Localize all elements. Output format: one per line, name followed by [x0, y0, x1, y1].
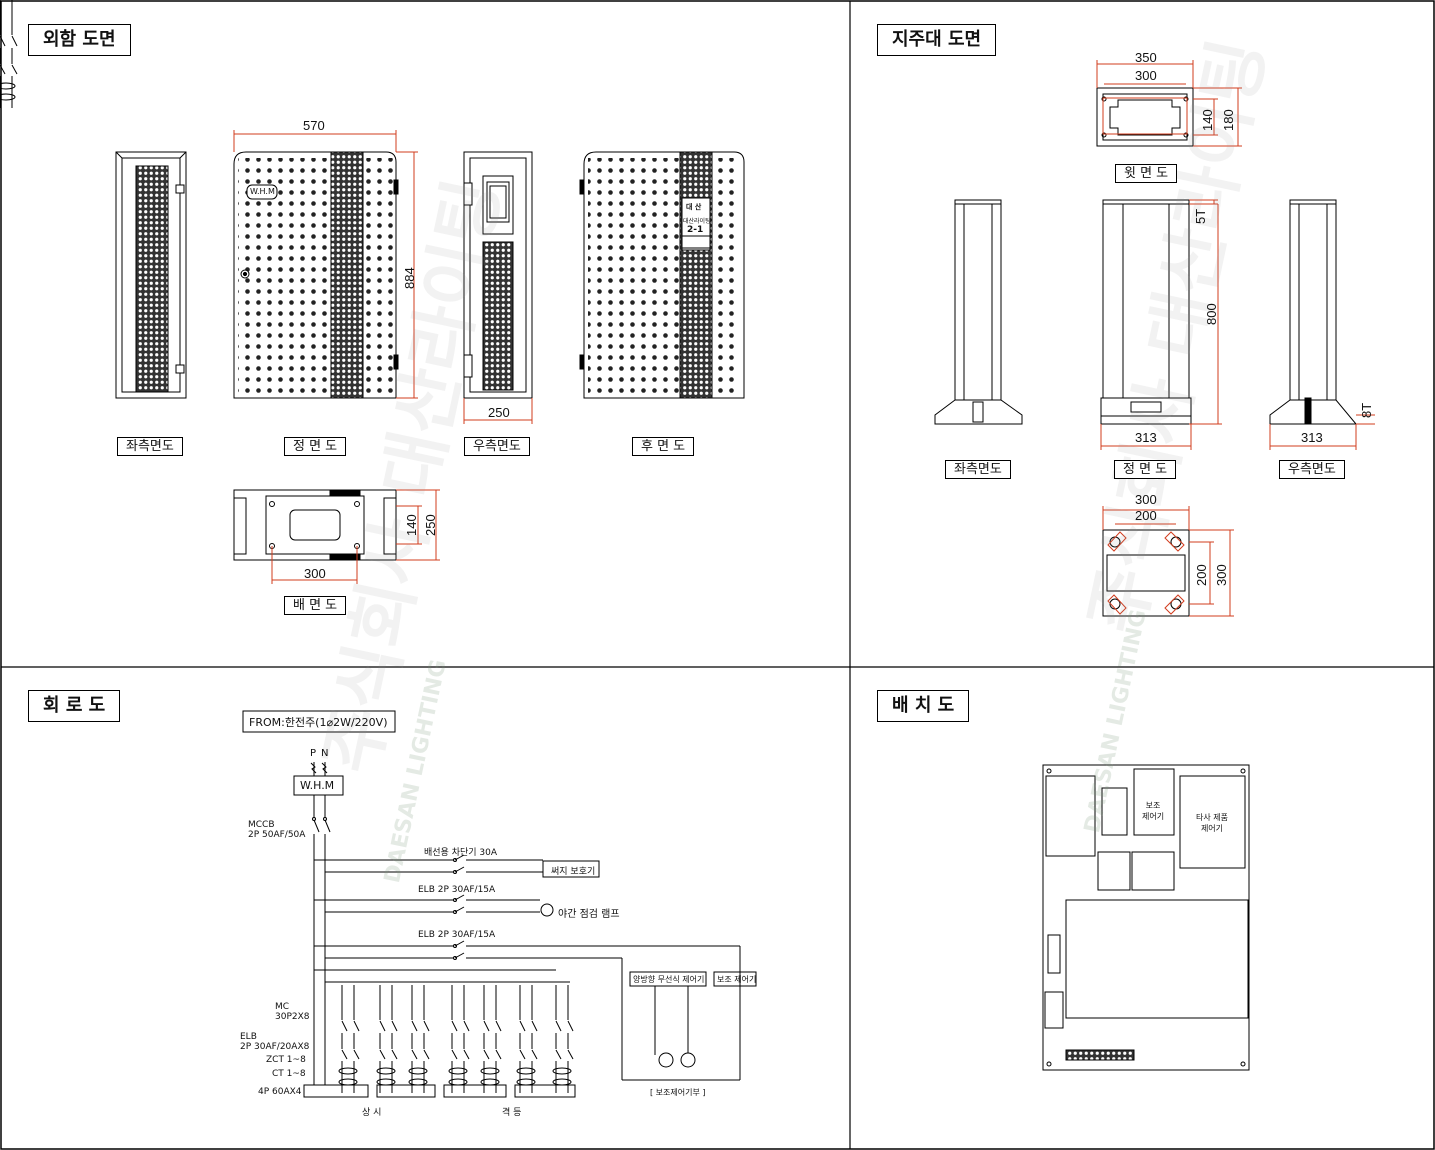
circuit-alternate: 격 등	[502, 1108, 522, 1118]
exterior-front-view	[233, 151, 399, 399]
circuit-always: 상 시	[362, 1108, 382, 1118]
stand-base-h1: 200	[1194, 564, 1209, 586]
stand-left-view-label: 좌측면도	[945, 460, 1011, 479]
stand-top-w2: 300	[1135, 68, 1157, 83]
exterior-right-view-label: 우측면도	[464, 437, 530, 456]
circuit-mc-rating: 30P2X8	[275, 1012, 310, 1022]
circuit-surge: 써지 보호기	[551, 867, 596, 877]
circuit-ct: CT 1~8	[272, 1069, 306, 1079]
rear-plate-line3: 2-1	[687, 225, 704, 235]
stand-top-view-label: 윗 면 도	[1115, 164, 1178, 183]
exterior-right-view	[463, 151, 533, 399]
circuit-lines	[0, 0, 757, 1098]
exterior-bottom-view	[233, 489, 397, 561]
circuit-aux: 보조 제어기	[717, 975, 757, 984]
stand-base-w2: 200	[1135, 508, 1157, 523]
whm-badge: W.H.M	[250, 187, 275, 196]
stand-height: 800	[1204, 303, 1219, 325]
exterior-front-view-label: 정 면 도	[284, 437, 347, 456]
circuit-wireless: 양방향 무선식 제어기	[633, 975, 705, 984]
exterior-width-dim: 570	[303, 118, 325, 133]
exterior-rear-view	[579, 151, 745, 399]
exterior-dimensions	[233, 130, 533, 584]
circuit-elb1: ELB 2P 30AF/15A	[418, 885, 496, 895]
circuit-source: FROM:한전주(1⌀2W/220V)	[249, 716, 388, 729]
stand-top-h2: 180	[1221, 109, 1236, 131]
stand-base-h2: 300	[1214, 564, 1229, 586]
stand-top-w1: 350	[1135, 50, 1157, 65]
stand-top-h1: 140	[1200, 109, 1215, 131]
circuit-whm: W.H.M	[300, 779, 335, 792]
circuit-night-lamp: 야간 점검 램프	[558, 909, 620, 920]
exterior-bottom-h2-dim: 250	[423, 514, 438, 536]
exterior-height-dim: 884	[402, 267, 417, 289]
stand-thickness-top: 5T	[1193, 208, 1208, 224]
stand-base-right: 313	[1301, 430, 1323, 445]
circuit-p: P	[310, 748, 317, 759]
circuit-n: N	[321, 748, 329, 759]
circuit-elb2: ELB 2P 30AF/15A	[418, 930, 496, 940]
stand-dimensions	[1096, 60, 1375, 617]
layout-title: 배 치 도	[877, 690, 970, 722]
exterior-left-view-label: 좌측면도	[117, 437, 183, 456]
exterior-bottom-h1-dim: 140	[404, 514, 419, 536]
stand-thickness-bottom: 8T	[1359, 402, 1374, 418]
stand-base-w1: 300	[1135, 492, 1157, 507]
layout-aux-controller: 보조 제어기	[1142, 801, 1165, 821]
circuit-zct: ZCT 1~8	[266, 1055, 306, 1065]
layout-lines	[1042, 764, 1250, 1071]
circuit-aux-part: [ 보조제어기부 ]	[650, 1088, 706, 1097]
exterior-title: 외함 도면	[28, 24, 131, 56]
rear-plate-line1: 대 산	[686, 203, 702, 211]
stand-front-view-label: 정 면 도	[1114, 460, 1177, 479]
stand-right-view	[1269, 199, 1358, 425]
circuit-elb-rating: 2P 30AF/20AX8	[240, 1042, 310, 1052]
stand-base-front: 313	[1135, 430, 1157, 445]
circuit-branch-breaker: 배선용 차단기 30A	[424, 848, 498, 858]
stand-right-view-label: 우측면도	[1279, 460, 1345, 479]
layout-other-controller: 타사 제품 제어기	[1196, 813, 1228, 833]
exterior-rear-view-label: 후 면 도	[632, 437, 695, 456]
circuit-terminal: 4P 60AX4	[258, 1087, 302, 1097]
exterior-left-view	[115, 151, 187, 399]
stand-left-view	[934, 199, 1023, 425]
stand-title: 지주대 도면	[877, 24, 997, 56]
exterior-bottom-view-label: 배 면 도	[284, 596, 347, 615]
stand-front-view	[1100, 199, 1192, 425]
rear-plate-line2: 대산라이팅	[683, 218, 711, 225]
circuit-elb-label: ELB	[240, 1032, 257, 1042]
circuit-mccb-rating: 2P 50AF/50A	[248, 830, 306, 840]
exterior-bottom-length-dim: 300	[304, 566, 326, 581]
circuit-mc-label: MC	[275, 1002, 290, 1012]
circuit-title: 회 로 도	[28, 690, 121, 722]
circuit-mccb-label: MCCB	[248, 820, 275, 830]
exterior-depth-dim: 250	[488, 405, 510, 420]
